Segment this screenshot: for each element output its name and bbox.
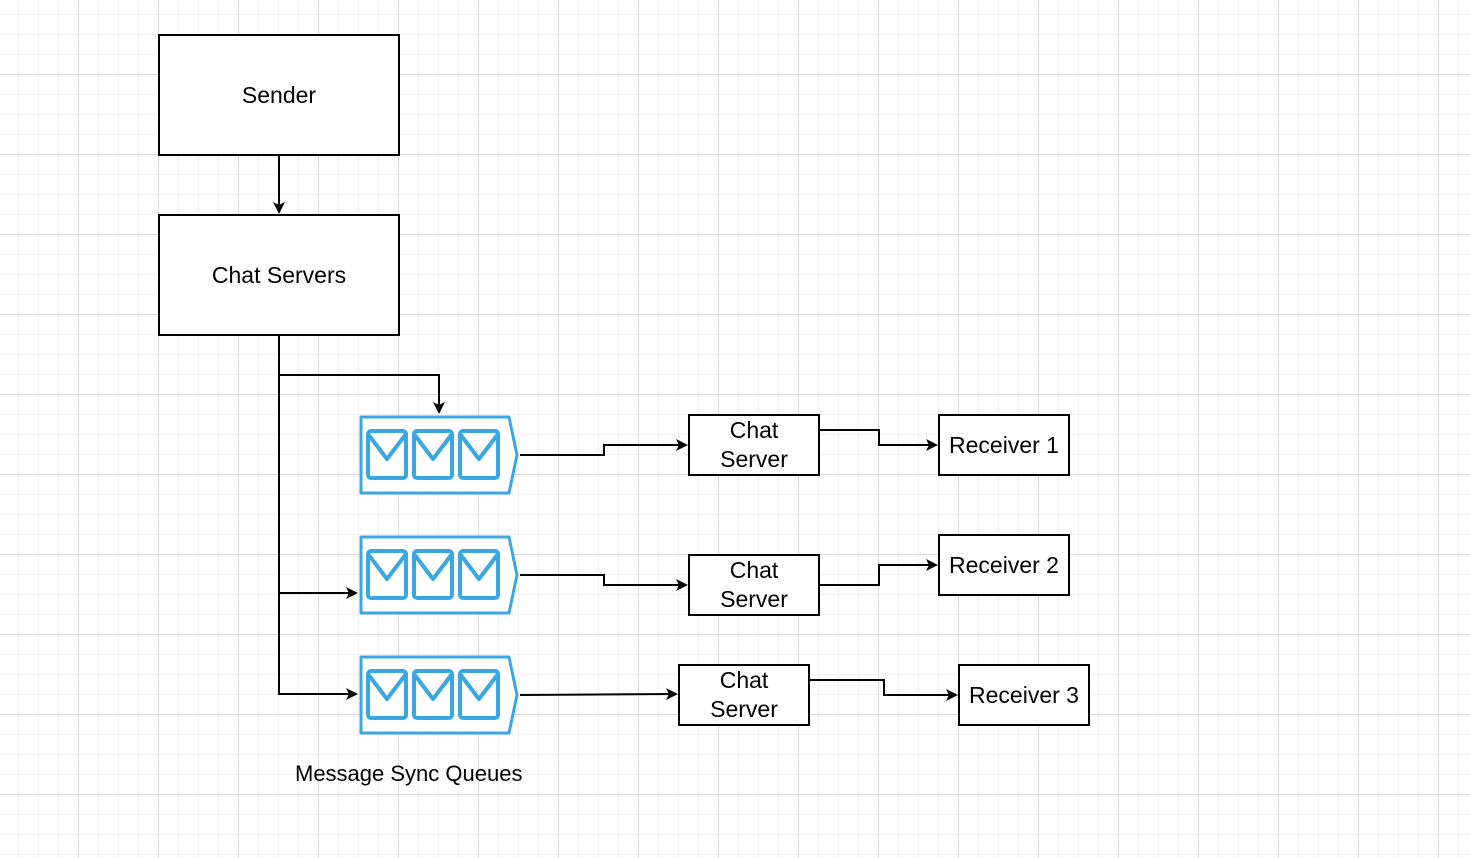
edge-server-1-to-receiver-1 [819,429,938,451]
receiver-node-1[interactable]: Receiver 1 [938,414,1070,476]
edge-queue-1-to-server-1 [520,439,688,456]
edge-chat-servers-to-queue-2 [278,375,358,599]
receiver-label: Receiver 3 [969,681,1079,708]
chat-server-label-line2: Server [720,446,788,472]
chat-servers-node[interactable]: Chat Servers [158,214,400,336]
sender-label: Sender [241,81,317,108]
edge-chat-servers-to-queue-1 [278,335,445,414]
receiver-label: Receiver 2 [949,551,1059,578]
chat-server-label-line1: Chat [729,557,779,583]
message-queue-icon[interactable] [358,534,520,616]
edge-server-2-to-receiver-2 [819,559,938,586]
message-queue-icon[interactable] [358,414,520,496]
edge-queue-2-to-server-2 [520,574,688,591]
edge-server-3-to-receiver-3 [809,679,958,701]
receiver-label: Receiver 1 [949,431,1059,458]
edge-queue-3-to-server-3 [519,688,678,701]
chat-server-label-line2: Server [710,696,778,722]
receiver-node-2[interactable]: Receiver 2 [938,534,1070,596]
chat-server-node-2[interactable]: Chat Server [688,554,820,616]
chat-server-label-line1: Chat [729,417,779,443]
sender-node[interactable]: Sender [158,34,400,156]
queues-caption: Message Sync Queues [295,761,523,786]
receiver-node-3[interactable]: Receiver 3 [958,664,1090,726]
message-queue-icon[interactable] [358,654,520,736]
chat-servers-label: Chat Servers [211,261,347,288]
chat-server-label-line1: Chat [719,667,769,693]
chat-server-node-1[interactable]: Chat Server [688,414,820,476]
chat-server-node-3[interactable]: Chat Server [678,664,810,726]
edge-chat-servers-to-queue-3 [278,593,358,700]
chat-server-label-line2: Server [720,586,788,612]
